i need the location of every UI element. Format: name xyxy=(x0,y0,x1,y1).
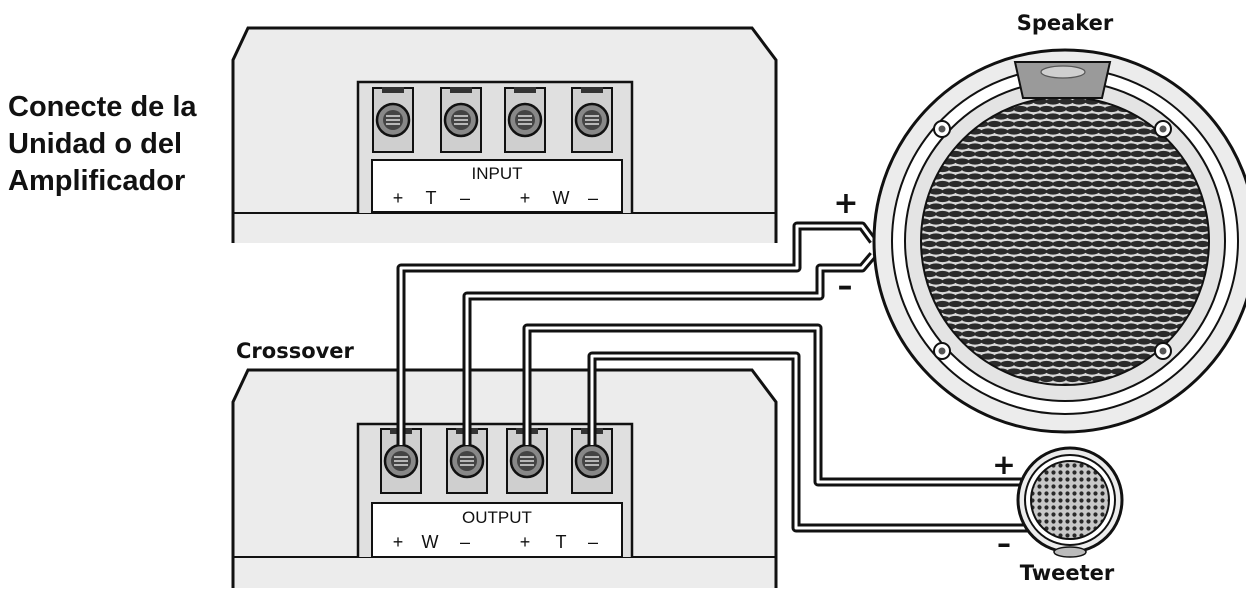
speaker-icon xyxy=(872,48,1246,434)
input-label-strip xyxy=(371,159,623,213)
input-panel-title: INPUT xyxy=(472,164,523,183)
speaker-label: Speaker xyxy=(1017,11,1114,35)
screw-icon xyxy=(1154,120,1172,138)
speaker-mounting-screws xyxy=(933,120,1172,360)
output-terminal-label: + xyxy=(393,532,404,552)
output-terminal-label: – xyxy=(460,532,470,552)
output-terminal-label: + xyxy=(520,532,531,552)
input-terminal-label: T xyxy=(426,188,437,208)
wires-core xyxy=(399,224,1030,530)
input-terminal-labels: + T – + W – xyxy=(393,188,598,208)
output-terminal-label: – xyxy=(588,532,598,552)
input-unit: INPUT + T – + W – xyxy=(231,26,778,243)
input-terminal-2 xyxy=(440,87,482,153)
input-terminal-label: + xyxy=(520,188,531,208)
tweeter-icon xyxy=(1016,446,1124,558)
input-terminal-label: – xyxy=(460,188,470,208)
speaker-positive-sign: + xyxy=(833,186,858,221)
tweeter-label: Tweeter xyxy=(1020,561,1115,585)
source-label-line2: Unidad o del xyxy=(8,128,182,160)
output-terminal-label: T xyxy=(556,532,567,552)
input-terminal-label: W xyxy=(553,188,570,208)
input-terminal-3 xyxy=(504,87,546,153)
tweeter-positive-sign: + xyxy=(992,448,1015,481)
crossover-unit: OUTPUT + W – + T – xyxy=(231,368,778,588)
screw-icon xyxy=(1154,342,1172,360)
input-terminal-label: – xyxy=(588,188,598,208)
output-terminal-label: W xyxy=(422,532,439,552)
source-label-line3: Amplificador xyxy=(8,165,185,197)
speaker-grille xyxy=(920,96,1210,386)
input-terminal-label: + xyxy=(393,188,404,208)
output-terminal-4 xyxy=(571,428,613,494)
output-panel-title: OUTPUT xyxy=(462,508,532,527)
input-terminal-4 xyxy=(571,87,613,153)
input-terminal-1 xyxy=(372,87,414,153)
output-label-strip xyxy=(371,502,623,558)
output-terminal-3 xyxy=(506,428,548,494)
source-label: Conecte de la Unidad o del Amplificador xyxy=(8,91,197,197)
screw-icon xyxy=(933,120,951,138)
output-terminal-labels: + W – + T – xyxy=(393,532,598,552)
tweeter-negative-sign: – xyxy=(997,527,1011,560)
speaker-negative-sign: – xyxy=(838,269,853,304)
crossover-label: Crossover xyxy=(236,339,355,363)
source-label-line1: Conecte de la xyxy=(8,91,197,123)
tweeter-grille xyxy=(1030,460,1110,540)
screw-icon xyxy=(933,342,951,360)
speaker-badge xyxy=(1013,61,1112,99)
